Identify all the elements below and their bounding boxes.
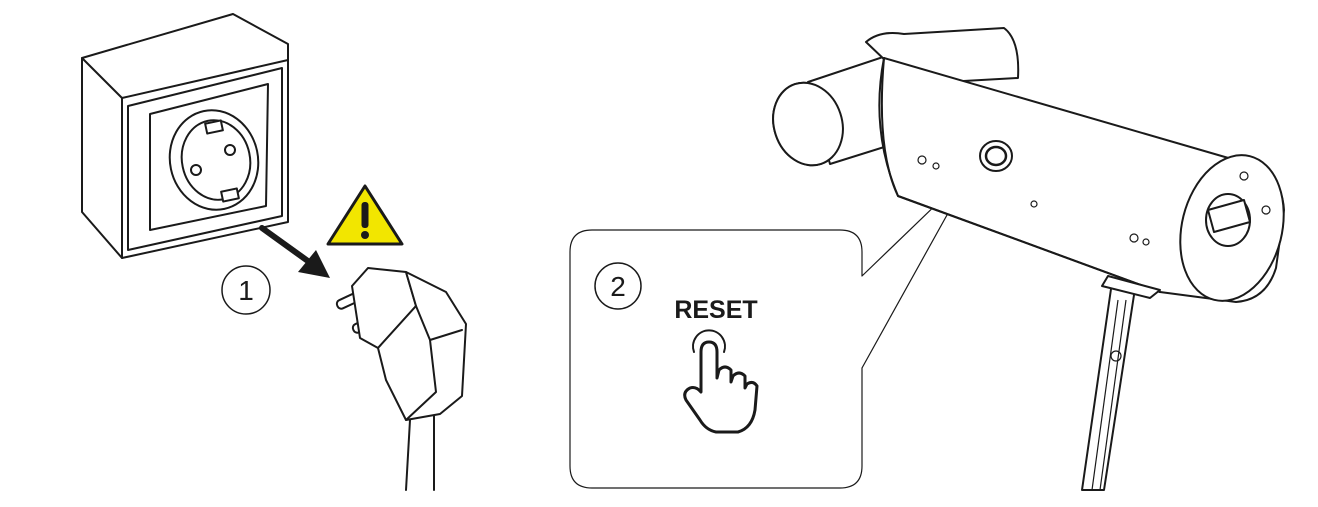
step-2-number: 2 (610, 271, 626, 302)
finger-press-icon (683, 329, 759, 434)
power-plug-icon (335, 267, 467, 491)
reset-callout (569, 169, 973, 489)
patio-heater-icon (772, 27, 1285, 491)
step-2-badge: 2 (594, 262, 642, 310)
pull-out-arrow-icon (259, 225, 330, 278)
reset-label: RESET (674, 296, 757, 324)
step-1-number: 1 (238, 275, 254, 306)
reset-button-icon (979, 140, 1013, 172)
wall-socket-icon (81, 13, 289, 259)
warning-triangle-icon (326, 184, 404, 246)
step-1-badge: 1 (221, 265, 271, 315)
